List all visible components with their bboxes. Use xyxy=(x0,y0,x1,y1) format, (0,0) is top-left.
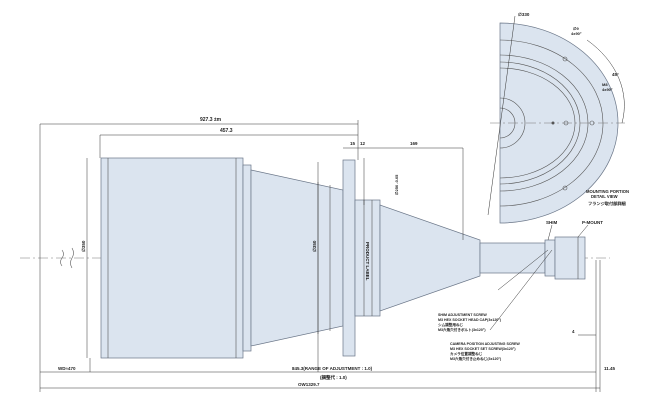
svg-text:CAMERA POSITION ADJUSTING SCRE: CAMERA POSITION ADJUSTING SCREW xyxy=(450,342,520,346)
svg-text:M3 HEX SOCKET HEAD CAP(3x120°): M3 HEX SOCKET HEAD CAP(3x120°) xyxy=(438,318,502,322)
dim-adjust-jp: (調整代 : 1.0) xyxy=(320,374,347,381)
break-mark xyxy=(60,247,74,269)
detail-title: MOUNTING PORTION xyxy=(586,189,629,194)
dim-cone-diameter: ∅350 xyxy=(312,240,317,252)
detail-hole-pattern: 4x90° xyxy=(571,31,582,36)
detail-tap: M8 xyxy=(602,82,608,87)
detail-title2: DETAIL VIEW xyxy=(591,194,618,199)
svg-text:M3六角穴付きボルト(3x120°): M3六角穴付きボルト(3x120°) xyxy=(438,327,486,332)
dim-flange-b: 12 xyxy=(360,141,366,146)
svg-text:SHIM ADJUSTMENT SCREW: SHIM ADJUSTMENT SCREW xyxy=(438,313,487,317)
dimension-lines xyxy=(39,120,601,392)
detail-flange-diameter: ∅330 xyxy=(518,12,530,17)
dim-wd: WD≈470 xyxy=(58,366,76,371)
svg-text:シム調整用ねじ: シム調整用ねじ xyxy=(438,322,464,327)
svg-text:M3 HEX SOCKET SET SCREW(3x120°: M3 HEX SOCKET SET SCREW(3x120°) xyxy=(450,347,516,351)
dim-overall: OW1329.7 xyxy=(298,382,320,387)
shim-screw-note: SHIM ADJUSTMENT SCREW M3 HEX SOCKET HEAD… xyxy=(438,313,502,332)
detail-title-jp: フランジ取付部詳細 xyxy=(588,200,626,207)
dim-adjust: 845.3(RANGE OF ADJUSTMENT : 1.0) xyxy=(292,366,373,371)
dim-body-length: 457.3 xyxy=(220,128,233,134)
svg-text:M3六角穴付き止めねじ(3x120°): M3六角穴付き止めねじ(3x120°) xyxy=(450,356,502,361)
dim-body-diameter: ∅350 xyxy=(81,240,86,252)
detail-tap-pattern: 4x90° xyxy=(602,87,613,92)
detail-hole: ∅9 xyxy=(573,26,579,31)
dim-shim-offset: 4 xyxy=(572,329,575,334)
shim-label: SHIM xyxy=(546,220,558,225)
flange-detail-view xyxy=(487,15,625,224)
dim-flange-a: 15 xyxy=(350,141,356,146)
dim-overall-top: 927.3 ±m xyxy=(200,117,222,123)
detail-angle: 45° xyxy=(612,72,619,77)
product-label: PRODUCT LABEL xyxy=(365,242,370,281)
camera-screw-note: CAMERA POSITION ADJUSTING SCREW M3 HEX S… xyxy=(450,342,520,361)
pmount-label: P-MOUNT xyxy=(582,220,603,225)
lens-body xyxy=(100,157,586,359)
svg-text:カメラ位置調整ねじ: カメラ位置調整ねじ xyxy=(450,351,483,356)
dim-flange-fit: ∅250 -0.05 xyxy=(394,174,399,195)
dim-rear-length: 169 xyxy=(410,141,418,146)
dim-back-focus: 11.45 xyxy=(604,366,616,371)
